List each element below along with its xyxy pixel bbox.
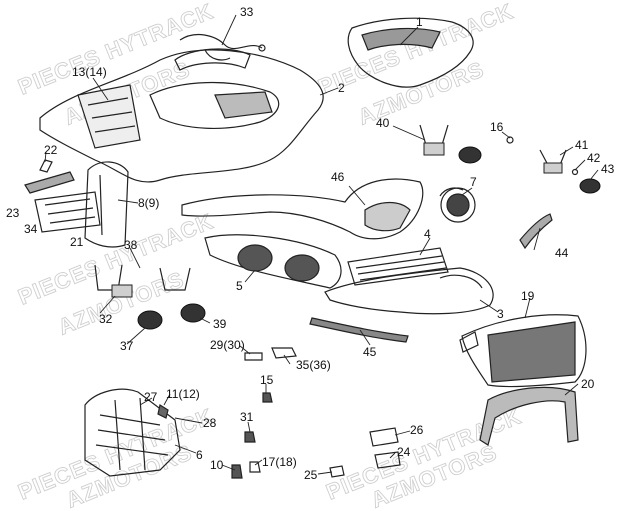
callout-32: 32 [99,312,113,326]
callout-15: 15 [260,373,274,387]
instrument-cluster-part [204,234,342,289]
parts-layer [24,17,601,479]
fastener-parts [244,347,297,443]
callout-38: 38 [124,238,138,252]
callout-6: 6 [196,448,203,462]
callout-26: 26 [410,423,424,437]
dashboard-panel-part [181,178,424,240]
cable-harness-part [179,33,266,61]
headlight-part [439,187,476,223]
callout-34: 34 [24,222,38,236]
callout-4: 4 [424,227,431,241]
callout-2: 2 [338,81,345,95]
callout-45: 45 [363,345,377,359]
fender-flare-part [479,386,579,446]
callout-31: 31 [240,410,254,424]
callout-8-9: 8(9) [138,196,159,210]
callout-33: 33 [240,5,254,19]
mirror-brackets-part [419,124,601,194]
callout-23: 23 [6,206,20,220]
callout-46: 46 [331,170,345,184]
callout-3: 3 [497,307,504,321]
callout-43: 43 [601,162,615,176]
callout-13-14: 13(14) [72,65,107,79]
rear-frame-part [84,388,261,479]
callout-7: 7 [470,175,477,189]
callout-28: 28 [203,416,217,430]
callout-42: 42 [587,151,601,165]
callout-16: 16 [490,120,504,134]
leader-lines [44,14,599,475]
callout-10: 10 [210,458,224,472]
callout-19: 19 [521,289,535,303]
side-trim-part [519,213,553,250]
callout-25: 25 [304,468,318,482]
callout-29-30: 29(30) [210,338,245,352]
callout-35-36: 35(36) [296,358,331,372]
callout-20: 20 [581,377,595,391]
callout-41: 41 [575,138,589,152]
side-mudguard-part [77,84,141,149]
bottom-brackets-part [329,427,401,478]
front-body-panel-part [39,48,324,183]
callout-24: 24 [397,445,411,459]
callout-1: 1 [416,15,423,29]
callout-37: 37 [120,339,134,353]
turn-signal-parts [94,264,206,330]
headlight-cover-part [347,17,474,88]
callout-5: 5 [236,279,243,293]
radiator-net-part [459,314,587,388]
grille-part [347,247,449,286]
callout-40: 40 [376,116,390,130]
trim-strip-part [309,317,409,343]
callout-11-12: 11(12) [166,387,200,401]
callout-21: 21 [70,235,84,249]
callout-22: 22 [44,143,58,157]
callout-labels: 1 2 3 4 5 6 7 8(9) 10 11(12) 13(14) 15 1… [6,5,615,482]
footrest-assembly-part [24,159,129,248]
callout-44: 44 [555,246,569,260]
callout-17-18: 17(18) [262,455,297,469]
callout-27: 27 [144,390,158,404]
front-bumper-cover-part [324,267,494,315]
callout-39: 39 [213,317,227,331]
